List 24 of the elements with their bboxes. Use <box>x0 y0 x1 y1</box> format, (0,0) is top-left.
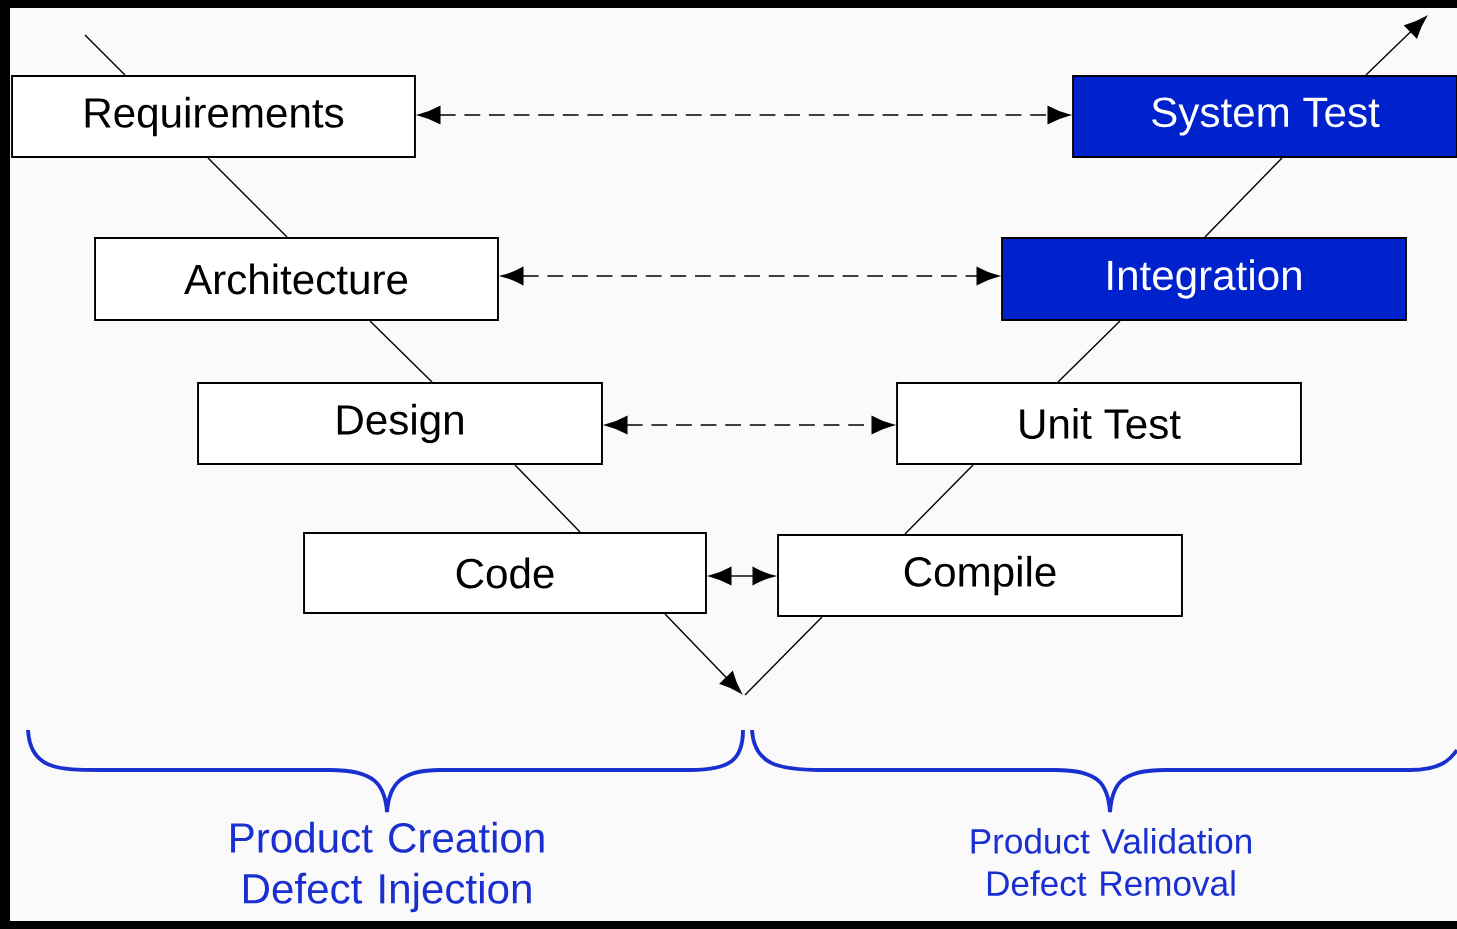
process-box: Integration <box>1001 237 1407 321</box>
connector-line <box>207 157 288 238</box>
process-box: Code <box>303 532 707 614</box>
process-box: Unit Test <box>896 382 1302 465</box>
connector-line <box>1057 320 1121 383</box>
connector-line <box>369 320 433 383</box>
process-box: Compile <box>777 534 1183 617</box>
arrow <box>664 613 742 694</box>
connector-line <box>1204 157 1283 238</box>
connector-line <box>84 34 126 76</box>
arrow <box>1365 16 1427 76</box>
connector-line <box>744 616 823 696</box>
dashed-arrow <box>418 105 1070 125</box>
brace-label: Product Creation Defect Injection <box>231 821 544 913</box>
process-box: Requirements <box>11 75 416 158</box>
process-box: Architecture <box>94 237 499 321</box>
dashed-arrow <box>605 415 894 435</box>
connector-line <box>514 464 581 533</box>
dashed-arrow <box>501 266 999 286</box>
connector-line <box>904 464 974 535</box>
brace-label: Product Validation Defect Removal <box>971 828 1251 896</box>
process-box: Design <box>197 382 603 465</box>
double-arrow <box>709 566 775 586</box>
process-box: System Test <box>1072 75 1457 158</box>
